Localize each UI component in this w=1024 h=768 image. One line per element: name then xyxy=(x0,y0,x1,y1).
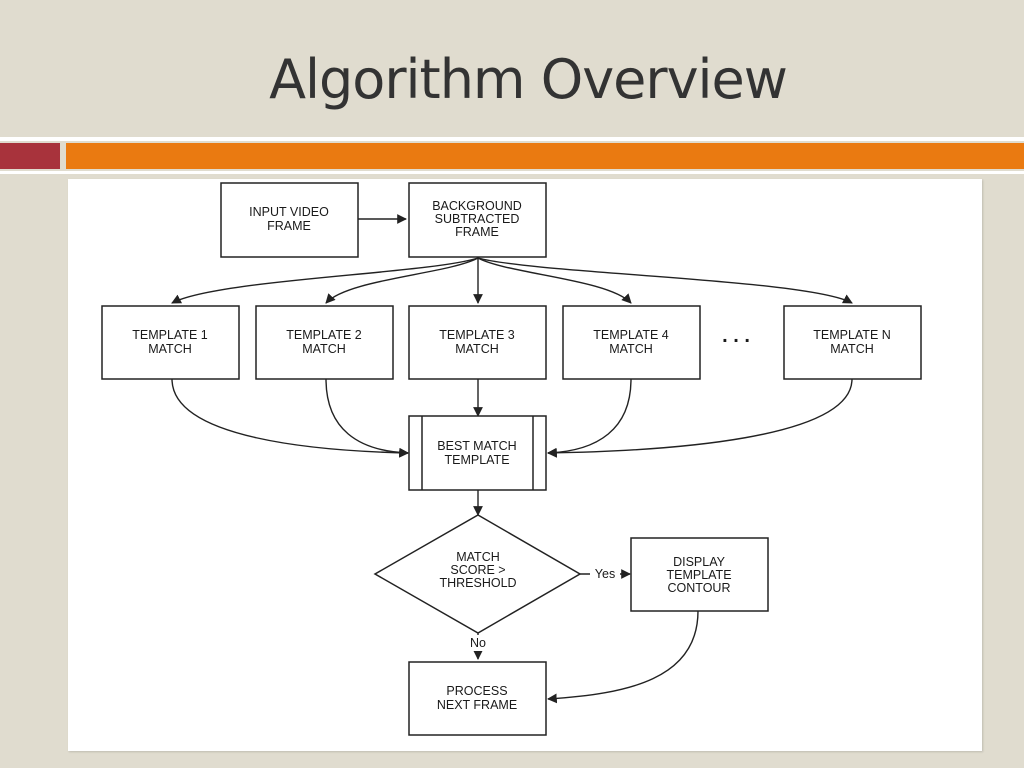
svg-text:DISPLAY: DISPLAY xyxy=(673,555,726,569)
node-input-video-frame: INPUT VIDEO FRAME xyxy=(220,182,359,258)
edge-display-to-process xyxy=(547,610,699,704)
edge-templateN-to-best xyxy=(547,378,853,458)
svg-text:TEMPLATE 4: TEMPLATE 4 xyxy=(593,328,669,342)
svg-text:NEXT FRAME: NEXT FRAME xyxy=(437,698,517,712)
svg-text:TEMPLATE 2: TEMPLATE 2 xyxy=(286,328,362,342)
svg-text:BEST MATCH: BEST MATCH xyxy=(437,439,516,453)
accent-bar-orange xyxy=(66,143,1024,169)
node-display-template-contour: DISPLAY TEMPLATE CONTOUR xyxy=(630,537,769,612)
no-label-bg xyxy=(466,635,490,651)
svg-text:MATCH: MATCH xyxy=(456,550,500,564)
node-background-subtracted-frame: BACKGROUND SUBTRACTED FRAME xyxy=(408,182,547,258)
svg-text:FRAME: FRAME xyxy=(455,225,499,239)
svg-text:INPUT VIDEO: INPUT VIDEO xyxy=(249,205,329,219)
edge-background-to-templateN xyxy=(477,257,853,304)
node-template-3-match: TEMPLATE 3 MATCH xyxy=(408,305,547,380)
svg-text:MATCH: MATCH xyxy=(609,342,653,356)
svg-text:SUBTRACTED: SUBTRACTED xyxy=(435,212,520,226)
node-template-4-match: TEMPLATE 4 MATCH xyxy=(562,305,701,380)
svg-text:TEMPLATE: TEMPLATE xyxy=(444,453,509,467)
svg-text:CONTOUR: CONTOUR xyxy=(668,581,731,595)
svg-text:PROCESS: PROCESS xyxy=(446,684,507,698)
svg-text:TEMPLATE 3: TEMPLATE 3 xyxy=(439,328,515,342)
node-best-match-template: BEST MATCH TEMPLATE xyxy=(408,415,547,491)
svg-text:TEMPLATE 1: TEMPLATE 1 xyxy=(132,328,208,342)
svg-text:MATCH: MATCH xyxy=(455,342,499,356)
edge-template1-to-best xyxy=(171,378,409,458)
edge-background-to-template2 xyxy=(325,257,479,304)
divider-line-bottom xyxy=(0,171,1024,174)
node-match-score-decision: MATCH SCORE > THRESHOLD xyxy=(373,514,582,634)
title-bar xyxy=(0,0,1024,136)
edge-label-no: No xyxy=(470,636,486,650)
edge-background-to-template1 xyxy=(171,257,479,304)
svg-text:FRAME: FRAME xyxy=(267,219,311,233)
flowchart-panel: Yes No INPUT VIDEO FRAME BACKGROUND SUBT… xyxy=(68,179,982,751)
svg-text:TEMPLATE: TEMPLATE xyxy=(666,568,731,582)
edges xyxy=(171,214,853,704)
svg-text:THRESHOLD: THRESHOLD xyxy=(439,576,516,590)
slide-title: Algorithm Overview xyxy=(269,48,788,111)
node-process-next-frame: PROCESS NEXT FRAME xyxy=(408,661,547,736)
accent-bar-red xyxy=(0,143,60,169)
svg-text:MATCH: MATCH xyxy=(148,342,192,356)
edge-label-yes: Yes xyxy=(595,567,615,581)
ellipsis-more-templates: . . . xyxy=(722,325,750,347)
yes-label-bg xyxy=(590,566,620,582)
svg-text:SCORE >: SCORE > xyxy=(450,563,505,577)
node-template-2-match: TEMPLATE 2 MATCH xyxy=(255,305,394,380)
svg-text:MATCH: MATCH xyxy=(830,342,874,356)
svg-text:BACKGROUND: BACKGROUND xyxy=(432,199,522,213)
flowchart: Yes No INPUT VIDEO FRAME BACKGROUND SUBT… xyxy=(101,182,922,736)
edge-template2-to-best xyxy=(325,378,409,458)
svg-text:TEMPLATE N: TEMPLATE N xyxy=(813,328,891,342)
edge-background-to-template4 xyxy=(477,257,632,304)
svg-text:MATCH: MATCH xyxy=(302,342,346,356)
divider-line-top xyxy=(0,137,1024,141)
node-template-n-match: TEMPLATE N MATCH xyxy=(783,305,922,380)
node-template-1-match: TEMPLATE 1 MATCH xyxy=(101,305,240,380)
edge-template4-to-best xyxy=(547,378,632,458)
